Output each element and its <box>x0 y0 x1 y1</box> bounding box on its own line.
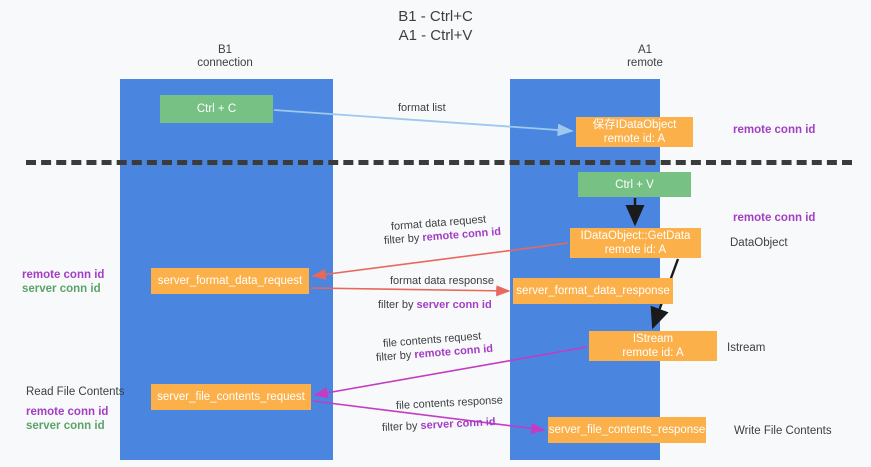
node-server-file-contents-response-label: server_file_contents_response <box>548 424 706 436</box>
node-server-file-contents-request[interactable]: server_file_contents_request <box>151 384 311 410</box>
note-left-server-conn-id-top: server conn id <box>22 283 101 295</box>
node-ctrl-c-label: Ctrl + C <box>196 103 237 115</box>
connector-format-data-response <box>310 285 511 297</box>
node-server-file-contents-request-label: server_file_contents_request <box>157 391 305 403</box>
swimlane-b1-title: B1 <box>217 44 233 56</box>
node-getdata-line2: remote id: A <box>604 244 667 256</box>
label-format-data-response: format data response <box>390 275 494 287</box>
page-title-line2: A1 - Ctrl+V <box>398 27 473 44</box>
note-remote-conn-id-top: remote conn id <box>733 124 816 136</box>
label-file-contents-response-filter-key: server conn id <box>420 416 496 432</box>
node-getdata-line1: IDataObject::GetData <box>580 230 691 242</box>
swimlane-a1-subtitle: remote <box>627 57 663 69</box>
node-server-format-data-request[interactable]: server_format_data_request <box>151 268 309 294</box>
note-remote-conn-id-mid: remote conn id <box>733 212 816 224</box>
note-write-file-contents: Write File Contents <box>734 425 832 437</box>
phase-divider <box>26 160 852 165</box>
swimlane-a1-title: A1 <box>637 44 653 56</box>
page-title-line1: B1 - Ctrl+C <box>398 8 473 25</box>
node-getdata[interactable]: IDataObject::GetData remote id: A <box>570 228 701 258</box>
note-left-read-file-contents: Read File Contents remote conn id server… <box>26 385 124 433</box>
node-ctrl-v[interactable]: Ctrl + V <box>578 172 691 197</box>
note-istream: Istream <box>727 342 766 354</box>
node-data-object[interactable]: 保存IDataObject remote id: A <box>576 117 693 147</box>
label-format-list: format list <box>398 102 446 114</box>
label-format-data-request-filter-prefix: filter by <box>383 231 423 247</box>
label-file-contents-request-filter-prefix: filter by <box>375 348 415 364</box>
node-getdata-text: IDataObject::GetData remote id: A <box>581 229 691 257</box>
node-server-file-contents-response[interactable]: server_file_contents_response <box>548 417 706 443</box>
note-read-file-contents-heading: Read File Contents <box>26 386 125 398</box>
node-server-format-data-response[interactable]: server_format_data_response <box>513 278 673 304</box>
node-istream-line1: IStream <box>632 333 674 345</box>
node-ctrl-c[interactable]: Ctrl + C <box>160 95 273 123</box>
label-file-contents-response-filter-prefix: filter by <box>381 419 421 434</box>
label-format-data-response-filter-key: server conn id <box>416 299 492 311</box>
label-file-contents-response-filter: filter by server conn id <box>382 415 496 435</box>
note-dataobject: DataObject <box>730 237 788 249</box>
node-istream-text: IStream remote id: A <box>622 332 683 360</box>
node-server-format-data-response-label: server_format_data_response <box>516 285 670 297</box>
note-left-conn-ids-top: remote conn id server conn id <box>22 268 104 296</box>
node-data-object-line2: remote id: A <box>603 133 666 145</box>
note-left-server-conn-id-bottom: server conn id <box>26 420 105 432</box>
label-format-data-response-filter-prefix: filter by <box>378 299 417 311</box>
swimlane-b1-subtitle: connection <box>197 57 253 69</box>
label-format-data-response-filter: filter by server conn id <box>378 298 492 312</box>
node-istream[interactable]: IStream remote id: A <box>589 331 717 361</box>
label-file-contents-response: file contents response <box>395 394 504 412</box>
page-title: B1 - Ctrl+C A1 - Ctrl+V <box>0 7 871 45</box>
note-left-remote-conn-id-top: remote conn id <box>22 269 105 281</box>
swimlane-a1-header: A1 remote <box>570 44 720 70</box>
node-data-object-line1: 保存IDataObject <box>592 119 677 131</box>
note-left-remote-conn-id-bottom: remote conn id <box>26 406 109 418</box>
node-server-format-data-request-label: server_format_data_request <box>157 275 303 287</box>
swimlane-b1-header: B1 connection <box>150 44 300 70</box>
node-istream-line2: remote id: A <box>622 347 684 359</box>
node-ctrl-v-label: Ctrl + V <box>615 178 654 191</box>
node-data-object-text: 保存IDataObject remote id: A <box>593 118 677 146</box>
